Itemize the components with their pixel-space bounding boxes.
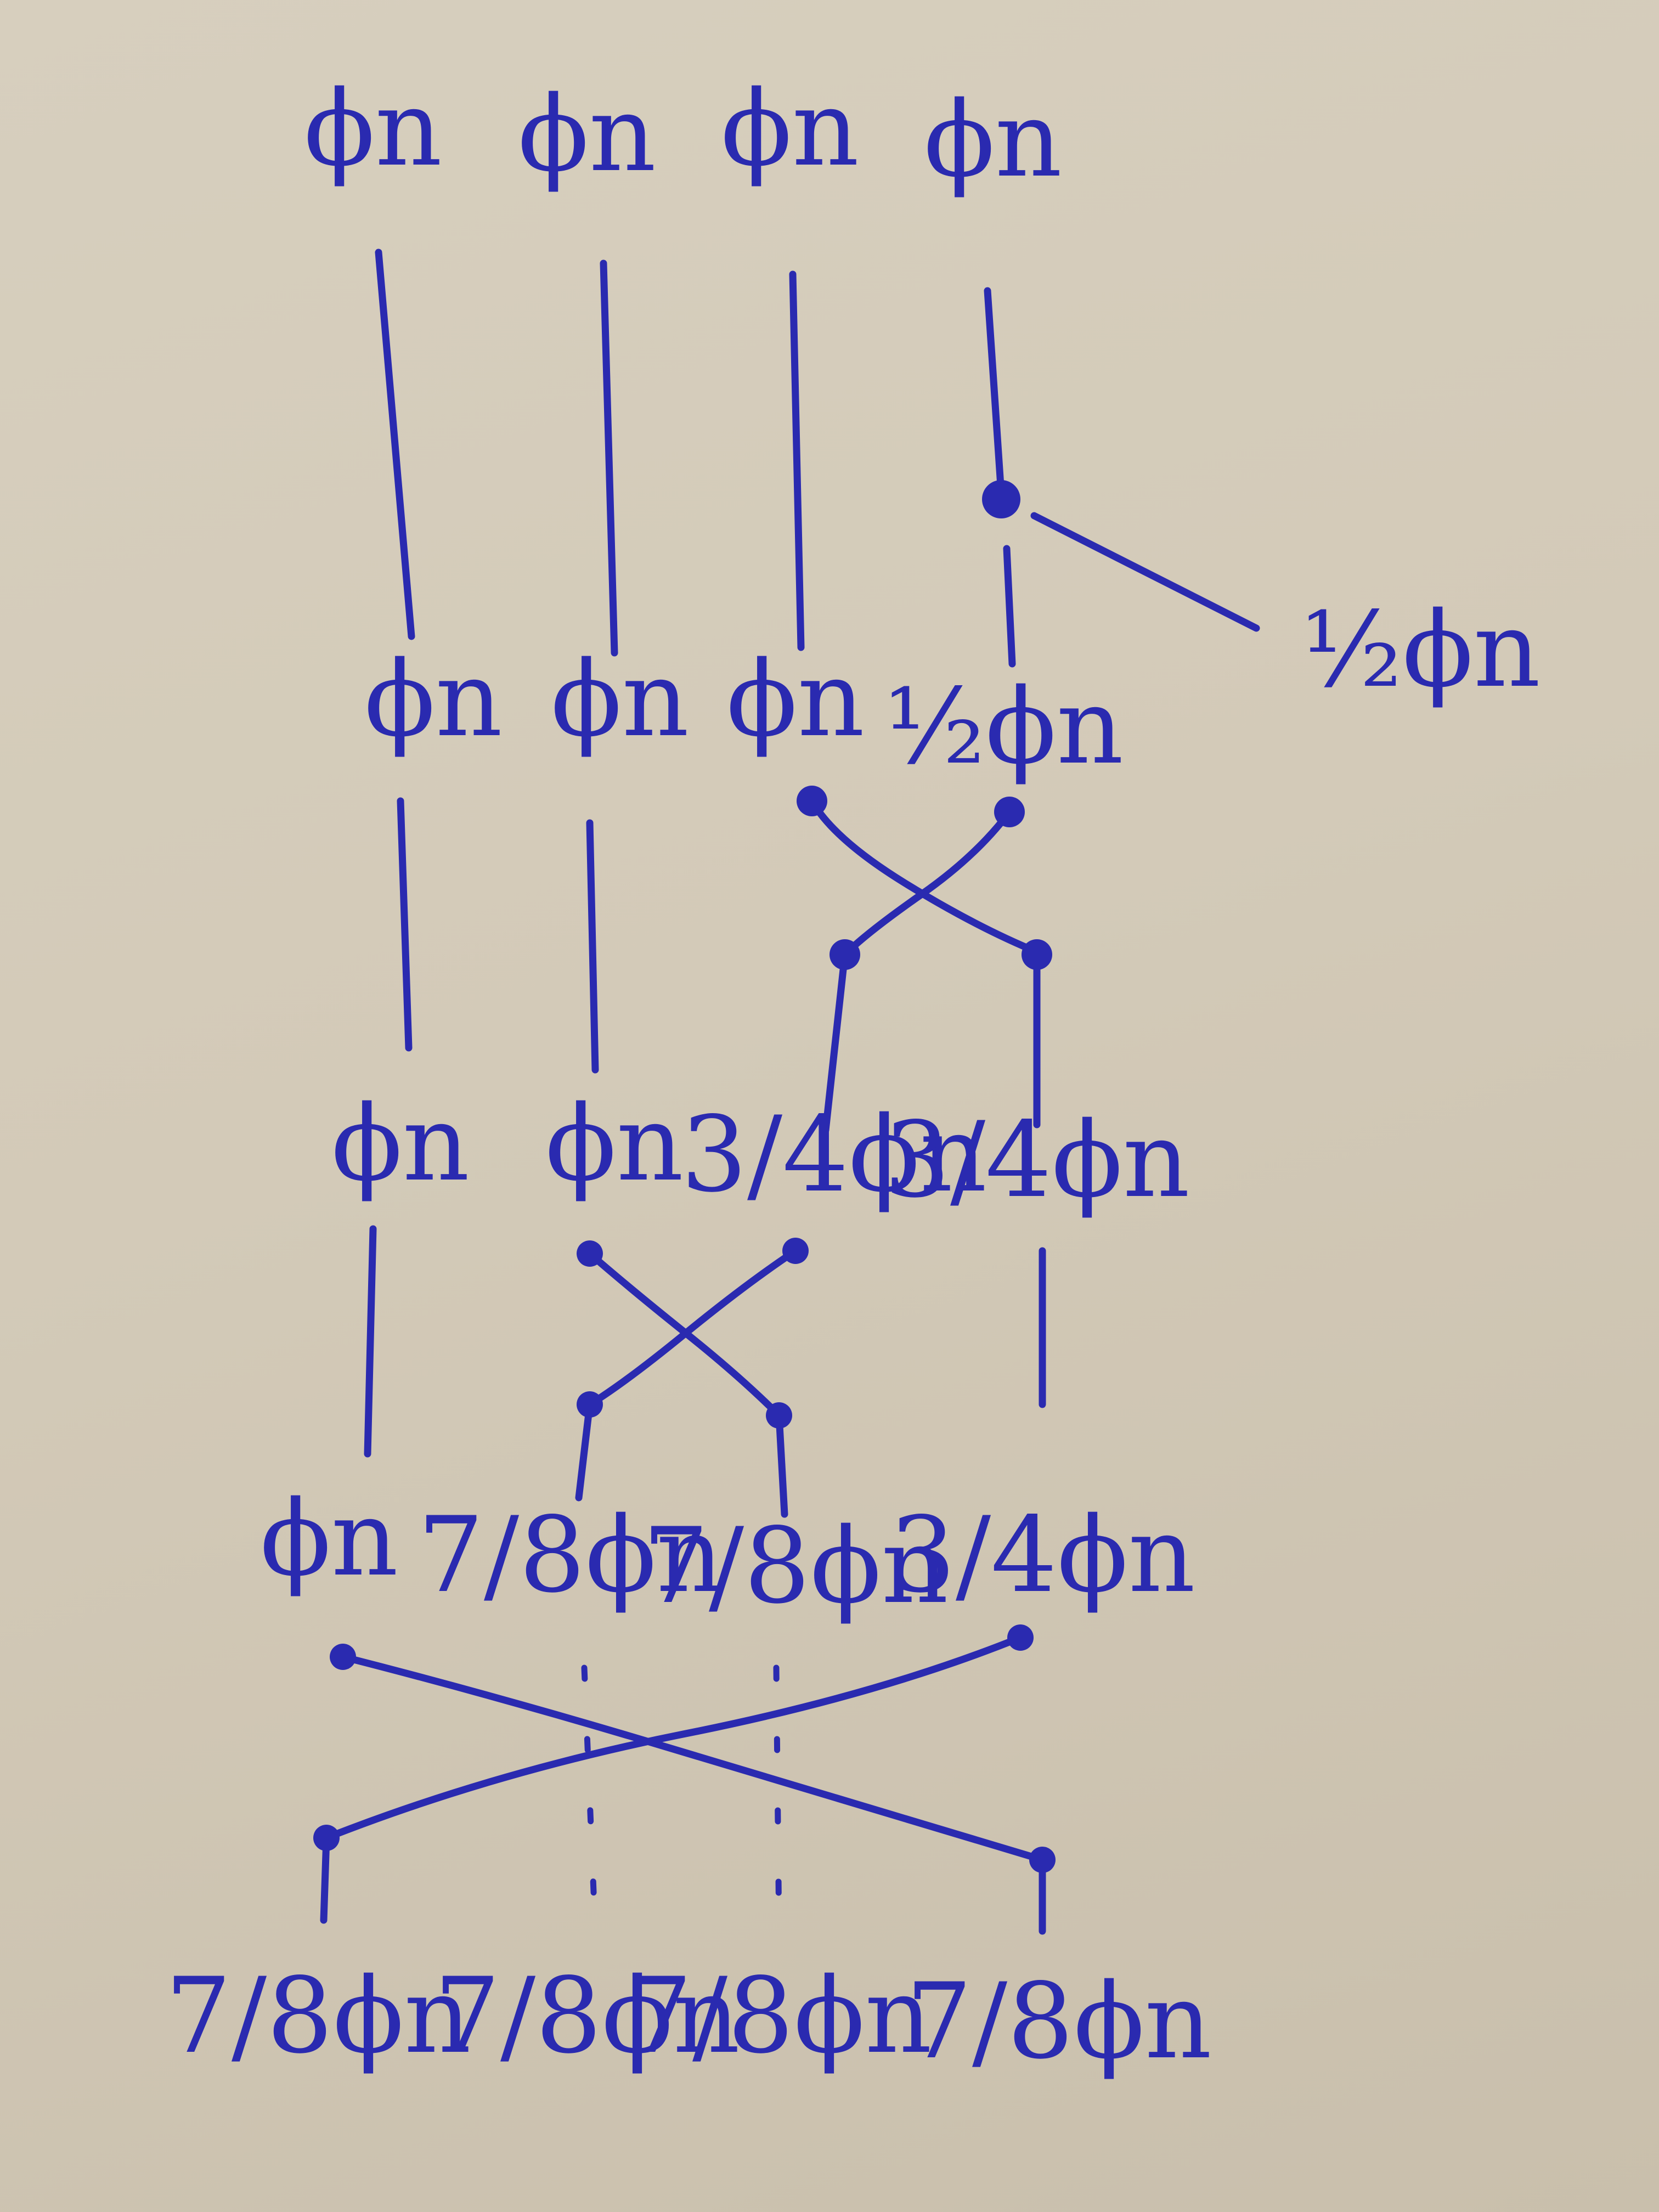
wire (808, 797, 1041, 956)
wires-layer (313, 249, 1260, 1935)
field-label: 3/4ϕn (884, 1099, 1190, 1221)
vertex-dot (830, 939, 860, 970)
wire (789, 270, 805, 651)
wire (586, 819, 599, 1074)
vertex-dot (994, 797, 1025, 827)
wire (600, 259, 618, 657)
wire (775, 1412, 788, 1518)
field-label: ϕn (331, 1083, 470, 1204)
field-label: 7/8ϕn (434, 1955, 740, 2076)
vertex-dot (1022, 939, 1052, 970)
dotted-wire (773, 1664, 782, 1934)
field-label: 7/8ϕn (626, 1955, 932, 2076)
vertex-dot (577, 1240, 603, 1267)
field-label: ϕn (924, 79, 1062, 200)
wire (1030, 512, 1260, 632)
vertex-dot (330, 1644, 356, 1670)
vertex-dot (982, 480, 1020, 518)
side-output-label: ½ϕn (1301, 589, 1541, 710)
vertex-dot (797, 786, 827, 816)
field-label: ½ϕn (884, 666, 1124, 787)
field-label: 7/8ϕn (165, 1955, 471, 2076)
field-label: ϕn (721, 68, 859, 189)
vertex-dot (1007, 1624, 1034, 1651)
vertex-dot (782, 1238, 809, 1264)
vertex-dot (577, 1391, 603, 1418)
wire (586, 1247, 799, 1408)
field-label: 3/4ϕn (889, 1494, 1195, 1616)
wire (984, 287, 1005, 498)
field-label: ϕn (364, 639, 503, 760)
field-label: 7/8ϕn (417, 1494, 724, 1616)
field-label: ϕn (545, 1083, 684, 1204)
wire (575, 1401, 594, 1502)
wire (1003, 545, 1016, 668)
vertex-dot (313, 1825, 340, 1851)
dotted-wire (581, 1664, 599, 1934)
vertex-dot (1029, 1847, 1056, 1873)
field-label: 7/8ϕn (906, 1961, 1212, 2082)
field-label: ϕn (304, 68, 442, 189)
vertex-dot (766, 1402, 792, 1429)
field-label: 3/4ϕn (681, 1094, 987, 1215)
wire (822, 951, 849, 1134)
wire (320, 1834, 330, 1924)
field-label: ϕn (518, 74, 656, 195)
field-label: ϕn (551, 639, 689, 760)
field-label: ϕn (260, 1478, 398, 1599)
wire (375, 249, 415, 640)
field-label: ϕn (726, 639, 865, 760)
wire (397, 797, 413, 1052)
labels-layer: ϕn ϕn ϕn ϕn ½ϕn ϕn ϕn ϕn ½ϕn ϕn ϕn 3/4ϕn… (165, 68, 1541, 2082)
wire (841, 808, 1013, 958)
field-label: 7/8ϕn (642, 1505, 949, 1627)
wire (339, 1653, 1046, 1864)
wire (323, 1634, 1024, 1842)
wire (364, 1225, 377, 1458)
